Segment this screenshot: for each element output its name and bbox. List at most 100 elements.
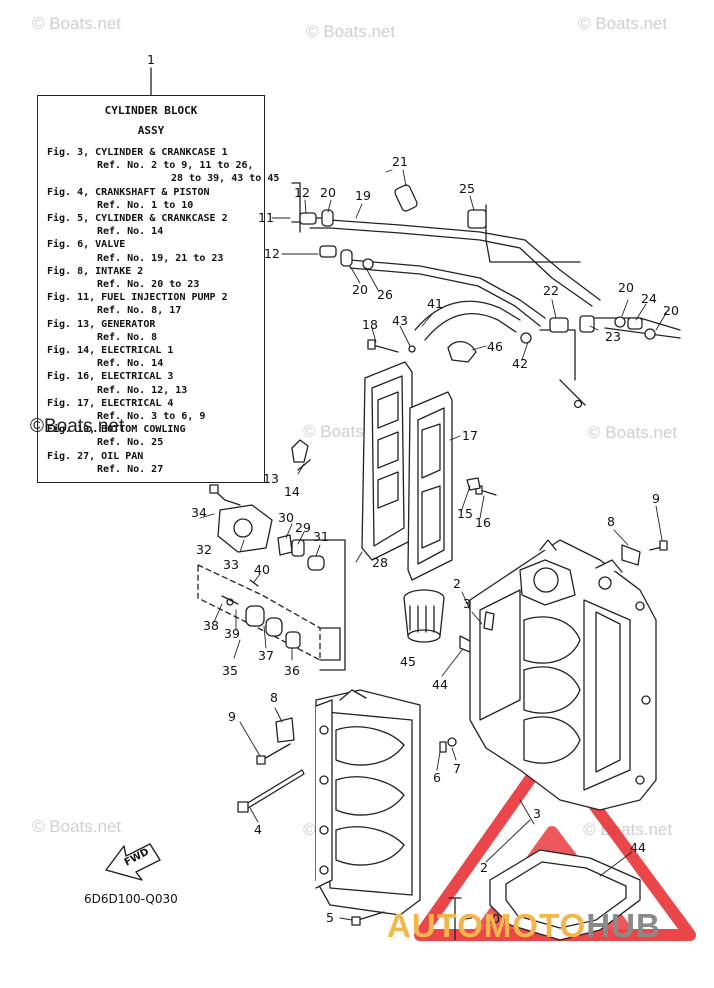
callout-1: 1 [147, 52, 155, 67]
brand-wordmark: AUTOMOTOHUB [387, 907, 661, 945]
callout-8: 8 [607, 514, 615, 529]
callout-19: 19 [355, 188, 371, 203]
callout-3: 3 [463, 596, 471, 611]
watermark-overlay: ©Boats.net [30, 416, 125, 437]
legend-line: Ref. No. 14 [97, 358, 164, 370]
callout-5: 5 [326, 910, 334, 925]
callout-9: 9 [228, 709, 236, 724]
legend-line: Fig. 13, GENERATOR [47, 318, 156, 330]
callout-23: 23 [605, 329, 621, 344]
diagram-code: 6D6D100-Q030 [84, 892, 178, 906]
oil-filter [403, 589, 445, 643]
watermark: © Boats.net [32, 14, 122, 33]
legend-line: Fig. 16, ELECTRICAL 3 [47, 371, 174, 383]
breather-hoses [291, 182, 681, 406]
callout-21: 21 [392, 154, 408, 169]
callout-15: 15 [457, 506, 473, 521]
crankcase [315, 689, 421, 916]
clamps-and-fittings [299, 184, 656, 409]
cylinder-block [469, 539, 657, 811]
anode-parts [221, 579, 301, 649]
callout-7: 7 [453, 761, 461, 776]
legend-line: Fig. 5, CYLINDER & CRANKCASE 2 [47, 213, 228, 225]
callout-27: 28 [372, 555, 388, 570]
callout-41: 42 [512, 356, 528, 371]
legend-line: Ref. No. 27 [97, 463, 164, 475]
fwd-arrow-icon [105, 843, 161, 881]
kit-outline [197, 564, 321, 661]
legend-line: Fig. 19, BOTTOM COWLING [47, 424, 186, 436]
callout-32: 33 [223, 557, 239, 572]
callout-20: 20 [618, 280, 634, 295]
oil-pan-gasket [489, 849, 641, 941]
callout-2: 2 [453, 576, 461, 591]
callout-45: 44 [432, 677, 448, 692]
callout-22: 22 [543, 283, 559, 298]
callout-40: 41 [427, 296, 443, 311]
callout-20: 20 [320, 185, 336, 200]
legend-title: CYLINDER BLOCK [104, 104, 198, 117]
callout-24: 24 [641, 291, 657, 306]
intake-cover-plate [361, 361, 453, 581]
legend-line: Ref. No. 1 to 10 [97, 199, 194, 211]
legend-line: Ref. No. 25 [97, 437, 164, 449]
callout-12: 12 [294, 185, 310, 200]
legend-line: Fig. 3, CYLINDER & CRANKCASE 1 [47, 147, 228, 158]
leader-lines [199, 169, 669, 921]
callout-16: 16 [475, 515, 491, 530]
legend-line: Fig. 17, ELECTRICAL 4 [47, 397, 174, 409]
callout-34: 35 [222, 663, 238, 678]
watermark: © Boats.net [32, 817, 122, 836]
callout-17: 17 [462, 428, 478, 443]
legend-line: Ref. No. 14 [97, 226, 164, 238]
callout-30: 31 [313, 529, 329, 544]
legend-line: Ref. No. 2 to 9, 11 to 26, [97, 160, 254, 172]
legend-box: CYLINDER BLOCK ASSY Fig. 3, CYLINDER & C… [37, 95, 280, 483]
callout-10: 10 [484, 911, 500, 926]
brand-part-1: AUTOMOTO [387, 907, 587, 944]
callout-4: 4 [254, 822, 262, 837]
callout-46: 46 [487, 339, 503, 354]
callout-20: 20 [663, 303, 679, 318]
legend-line: Fig. 27, OIL PAN [47, 450, 144, 462]
callout-26: 26 [377, 287, 393, 302]
callout-9: 9 [652, 491, 660, 506]
callout-3: 3 [533, 806, 541, 821]
legend-line: Fig. 6, VALVE [47, 239, 126, 251]
callout-12: 12 [264, 246, 280, 261]
watermark: © Boats.net [306, 22, 396, 41]
brand-part-2: HUB [586, 907, 661, 944]
legend-line: Ref. No. 20 to 23 [97, 279, 200, 291]
callout-44: 45 [400, 654, 416, 669]
legend-line: Ref. No. 3 to 6, 9 [97, 411, 206, 423]
callout-43: 44 [630, 840, 646, 855]
callout-8: 8 [270, 690, 278, 705]
callout-20: 20 [352, 282, 368, 297]
callout-28: 29 [295, 520, 311, 535]
callout-33: 34 [191, 505, 207, 520]
callout-42: 43 [392, 313, 408, 328]
small-bolts [209, 339, 497, 506]
legend-line: Fig. 14, ELECTRICAL 1 [47, 345, 174, 357]
callout-36: 37 [258, 648, 274, 663]
legend-line: Ref. No. 8 [97, 331, 158, 343]
callout-37: 38 [203, 618, 219, 633]
watermark: © Boats.net [578, 14, 668, 33]
callout-2: 2 [480, 860, 488, 875]
legend-line: Ref. No. 19, 21 to 23 [97, 252, 224, 264]
callout-13: 13 [263, 471, 279, 486]
legend-line: Ref. No. 8, 17 [97, 305, 182, 317]
thermostat-housing [217, 504, 325, 571]
legend-line: Fig. 4, CRANKSHAFT & PISTON [47, 186, 210, 198]
watermark: © Boats.net [588, 423, 678, 442]
legend-line: 28 to 39, 43 to 45 [171, 173, 280, 185]
legend-line: Fig. 11, FUEL INJECTION PUMP 2 [47, 292, 228, 304]
callout-14: 14 [284, 484, 300, 499]
callout-11: 11 [258, 210, 274, 225]
legend-subtitle: ASSY [137, 124, 165, 137]
legend-line: Ref. No. 12, 13 [97, 384, 188, 396]
callout-29: 30 [278, 510, 294, 525]
callout-6: 6 [433, 770, 441, 785]
callout-18: 18 [362, 317, 378, 332]
